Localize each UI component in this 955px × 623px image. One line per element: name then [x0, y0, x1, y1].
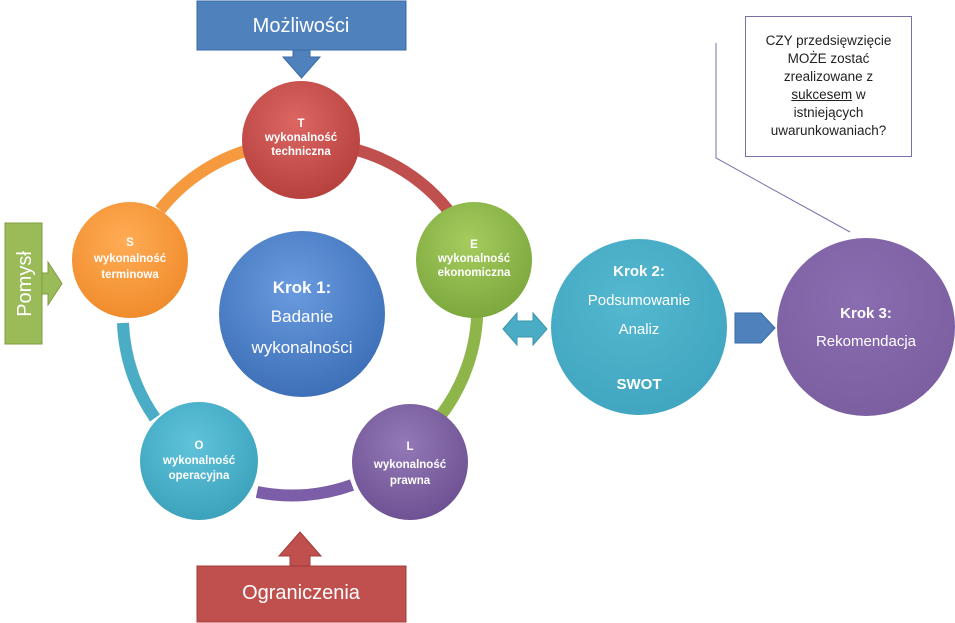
constraints-arrow: Ograniczenia: [196, 531, 407, 623]
node-t-line1: wykonalność: [264, 132, 338, 144]
step2-title: Krok 2:: [613, 263, 665, 280]
step1-circle: Krok 1: Badanie wykonalności: [219, 231, 385, 397]
node-operational: O wykonalność operacyjna: [140, 402, 258, 520]
node-e-line1: wykonalność: [437, 253, 511, 265]
callout-box: CZY przedsięwzięcie MOŻE zostać zrealizo…: [745, 16, 912, 157]
ring-arc-o-s: [117, 322, 160, 422]
constraints-label: Ograniczenia: [242, 582, 361, 604]
node-e-letter: E: [470, 239, 478, 251]
callout-line6: uwarunkowaniach?: [770, 123, 887, 138]
callout-line5: istniejących: [793, 105, 864, 120]
step2-line2: Analiz: [619, 321, 660, 338]
node-t-line2: techniczna: [271, 146, 331, 158]
callout-line2: MOŻE zostać: [787, 51, 870, 66]
step3-circle: Krok 3: Rekomendacja: [777, 238, 955, 416]
step3-line1: Rekomendacja: [816, 333, 917, 350]
step2-line1: Podsumowanie: [588, 292, 691, 309]
node-economic: E wykonalność ekonomiczna: [416, 202, 532, 318]
node-legal: L wykonalność prawna: [352, 404, 468, 520]
double-arrow-icon: [502, 311, 548, 347]
node-o-line1: wykonalność: [162, 455, 236, 467]
node-o-line2: operacyjna: [169, 470, 230, 482]
step2-to-step3-arrow-icon: [734, 312, 776, 344]
opportunities-label: Możliwości: [253, 15, 350, 37]
callout-underlined-word: sukcesem: [791, 87, 853, 102]
node-o-letter: O: [195, 440, 204, 452]
ring-arc-l-o: [255, 479, 355, 502]
step1-title: Krok 1:: [273, 278, 332, 297]
node-l-line1: wykonalność: [373, 459, 447, 471]
step3-title: Krok 3:: [840, 305, 892, 322]
node-l-letter: L: [406, 441, 413, 453]
node-s-line1: wykonalność: [93, 253, 167, 265]
node-schedule: S wykonalność terminowa: [72, 202, 188, 318]
step1-line2: wykonalności: [250, 338, 352, 357]
node-e-line2: ekonomiczna: [438, 267, 511, 279]
callout-line1: CZY przedsięwzięcie: [765, 33, 892, 48]
step2-circle: Krok 2: Podsumowanie Analiz SWOT: [551, 239, 727, 415]
node-s-line2: terminowa: [101, 269, 159, 281]
node-t-letter: T: [297, 118, 304, 130]
step1-line1: Badanie: [271, 307, 333, 326]
callout-connector-line: [715, 43, 851, 233]
callout-line4-rest: w: [852, 87, 866, 102]
idea-label: Pomysł: [14, 251, 36, 317]
node-s-letter: S: [126, 237, 134, 249]
node-technical: T wykonalność techniczna: [242, 81, 360, 199]
callout-line4: sukcesem w: [746, 86, 911, 104]
node-l-line2: prawna: [390, 475, 431, 487]
callout-line3: zrealizowane z: [783, 69, 874, 84]
step2-line3: SWOT: [617, 376, 662, 393]
idea-arrow: Pomysł: [4, 222, 63, 345]
opportunities-arrow: Możliwości: [196, 0, 407, 79]
